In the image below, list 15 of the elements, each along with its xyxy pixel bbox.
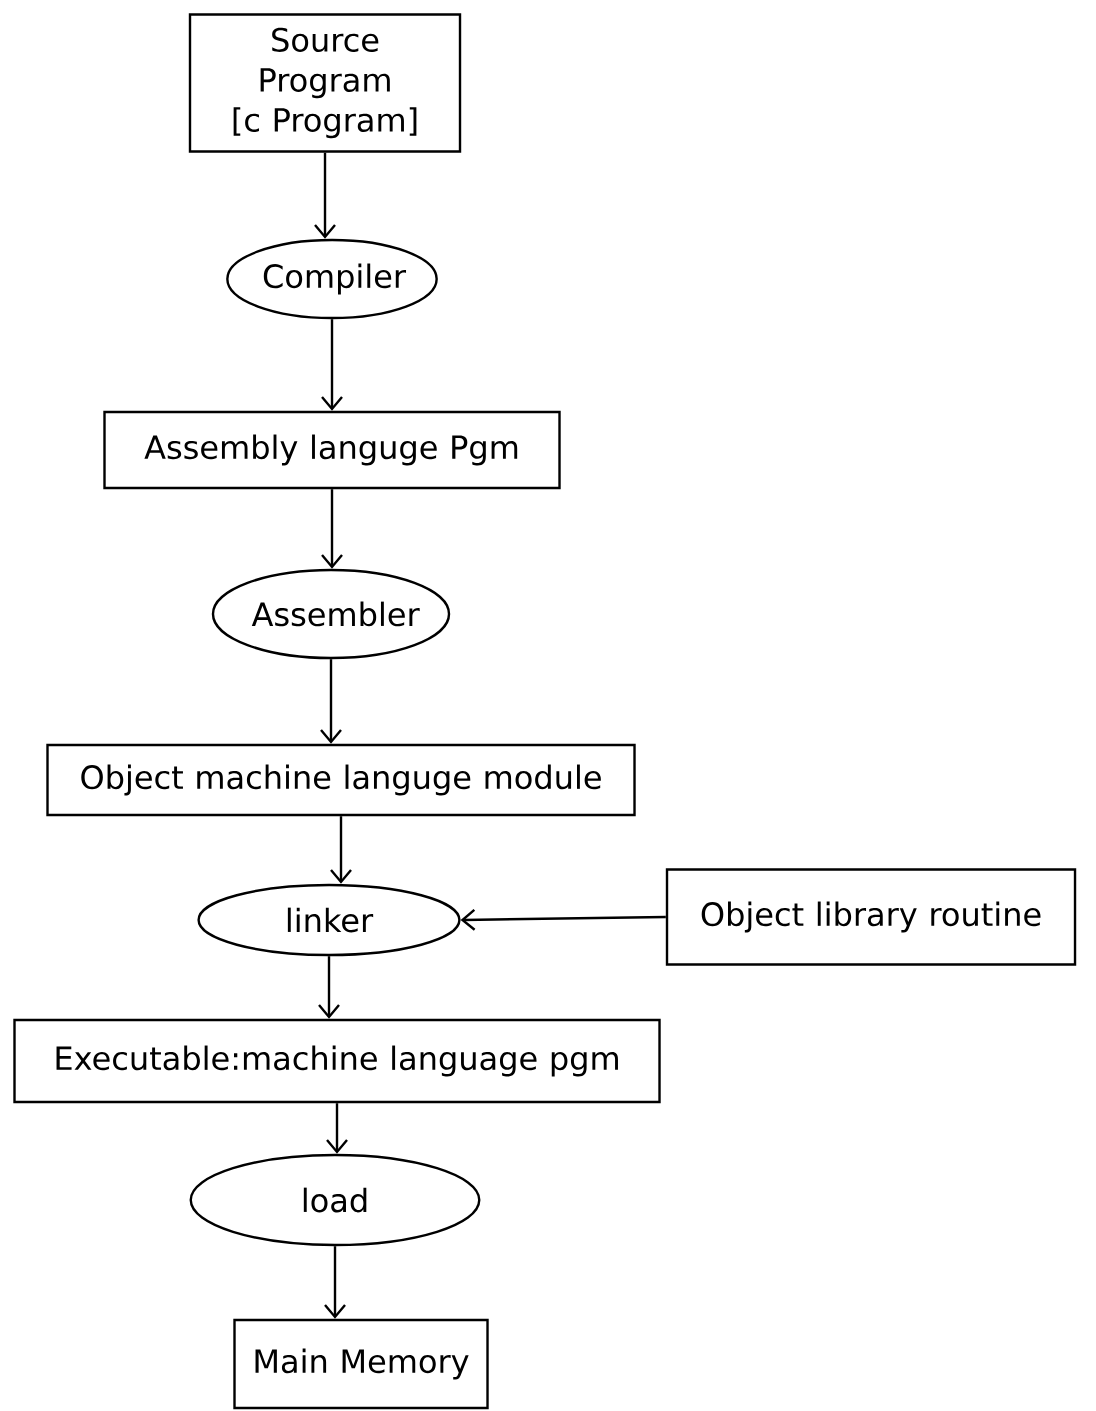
arrow (326, 1103, 348, 1154)
arrow (320, 659, 342, 744)
process-box: Object library routine (665, 868, 1077, 966)
process-box: Main Memory (233, 1318, 489, 1410)
arrow (324, 1246, 346, 1319)
process-box: Assembly languge Pgm (103, 410, 561, 490)
process-box: Object machine languge module (46, 743, 636, 817)
arrow (330, 816, 352, 884)
arrow (321, 489, 343, 569)
process-box: Executable:machine language pgm (13, 1018, 661, 1104)
process-box: Source Program [c Program] (188, 13, 462, 153)
arrow (460, 908, 666, 931)
arrow (318, 956, 340, 1019)
arrow (321, 319, 343, 411)
arrow (314, 152, 336, 239)
